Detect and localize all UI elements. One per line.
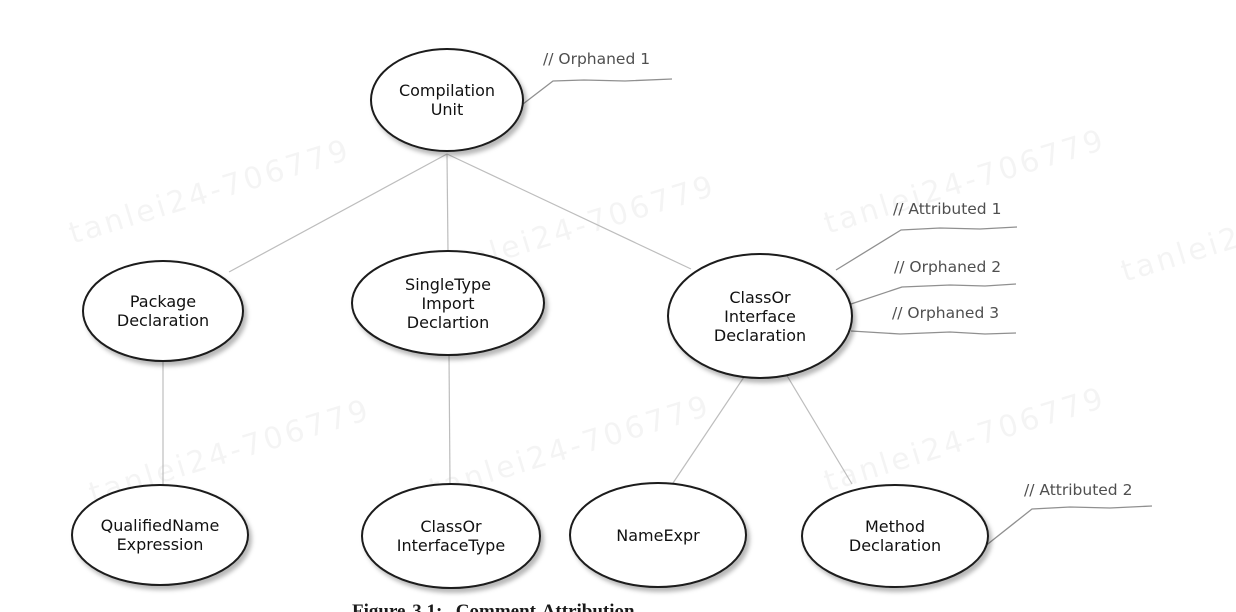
annotation-attributed-2: // Attributed 2 bbox=[1024, 481, 1133, 499]
tree-edge bbox=[446, 153, 692, 270]
tree-edge bbox=[446, 153, 449, 253]
annotation-orphaned-3: // Orphaned 3 bbox=[892, 304, 1000, 322]
node-singletype-import-declartion bbox=[351, 250, 545, 356]
annotation-leader-orphaned-2 bbox=[850, 283, 1017, 305]
node-classor-interfacetype bbox=[361, 483, 541, 589]
annotation-leader-orphaned-1 bbox=[522, 78, 673, 105]
node-qualifiedname-expression bbox=[71, 484, 249, 586]
tree-edge bbox=[672, 376, 745, 484]
annotation-attributed-1: // Attributed 1 bbox=[893, 200, 1002, 218]
annotation-leader-attributed-2 bbox=[983, 505, 1153, 548]
tree-edge bbox=[448, 353, 451, 485]
figure-caption: Figure 3.1: Comment Attribution bbox=[352, 601, 635, 612]
annotation-leader-orphaned-3 bbox=[850, 330, 1017, 335]
tree-edge bbox=[228, 153, 448, 273]
node-package-declaration bbox=[82, 260, 244, 362]
node-nameexpr bbox=[569, 482, 747, 588]
node-compilation-unit bbox=[370, 48, 524, 152]
tree-edge bbox=[785, 373, 853, 485]
annotation-leader-attributed-1 bbox=[835, 226, 1018, 271]
annotation-orphaned-2: // Orphaned 2 bbox=[894, 258, 1002, 276]
annotation-orphaned-1: // Orphaned 1 bbox=[543, 50, 651, 68]
node-classor-interface-declaration bbox=[667, 253, 853, 379]
node-method-declaration bbox=[801, 484, 989, 588]
